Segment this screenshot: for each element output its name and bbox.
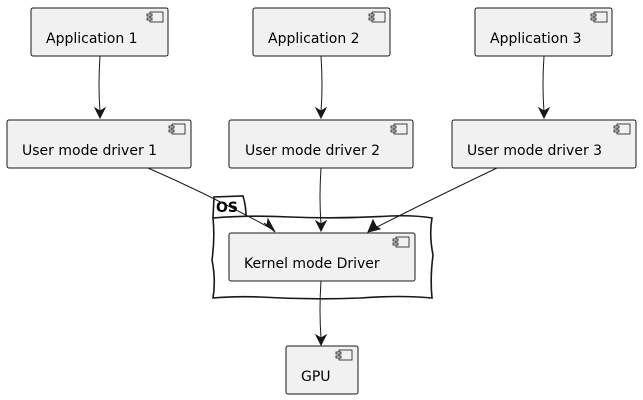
edge-kmd-gpu	[319, 280, 322, 339]
user-mode-driver-2-label: User mode driver 2	[245, 143, 380, 159]
os-package-tab	[212, 195, 247, 219]
os-package-frame	[211, 214, 434, 300]
arrowhead-icon	[263, 217, 276, 233]
component-user-mode-driver-3[interactable]: User mode driver 3	[451, 119, 637, 169]
component-icon	[390, 123, 408, 135]
component-icon	[368, 11, 386, 23]
arrowhead-icon	[367, 218, 382, 233]
component-application-3[interactable]: Application 3	[474, 7, 613, 57]
arrowhead-icon	[93, 106, 107, 120]
component-icon	[335, 349, 353, 361]
edge-umd2-kmd	[319, 167, 322, 225]
kernel-mode-driver-label: Kernel mode Driver	[244, 256, 380, 272]
component-application-1[interactable]: Application 1	[30, 7, 169, 57]
component-icon	[168, 123, 186, 135]
gpu-label: GPU	[301, 369, 331, 385]
arrowhead-icon	[314, 219, 328, 233]
edge-app2-umd2	[320, 55, 323, 113]
edges	[93, 55, 551, 347]
component-icon	[146, 11, 164, 23]
arrowhead-icon	[314, 106, 328, 120]
edge-app3-umd3	[542, 55, 545, 113]
arrowhead-icon	[537, 106, 551, 120]
component-gpu[interactable]: GPU	[285, 345, 359, 395]
os-package-label: OS	[216, 200, 238, 216]
component-icon	[590, 11, 608, 23]
component-icon	[613, 123, 631, 135]
component-kernel-mode-driver[interactable]: Kernel mode Driver	[228, 232, 416, 282]
component-icon	[392, 236, 410, 248]
user-mode-driver-1-label: User mode driver 1	[22, 143, 157, 159]
user-mode-driver-3-label: User mode driver 3	[467, 143, 602, 159]
edge-umd3-kmd	[376, 167, 498, 228]
application-3-label: Application 3	[490, 31, 582, 47]
edge-app1-umd1	[98, 55, 101, 113]
component-user-mode-driver-1[interactable]: User mode driver 1	[6, 119, 192, 169]
application-2-label: Application 2	[268, 31, 360, 47]
arrowhead-icon	[314, 333, 328, 347]
component-application-2[interactable]: Application 2	[252, 7, 391, 57]
os-package: OS	[211, 195, 434, 300]
application-1-label: Application 1	[46, 31, 138, 47]
component-user-mode-driver-2[interactable]: User mode driver 2	[228, 119, 414, 169]
edge-umd1-kmd	[147, 167, 271, 229]
